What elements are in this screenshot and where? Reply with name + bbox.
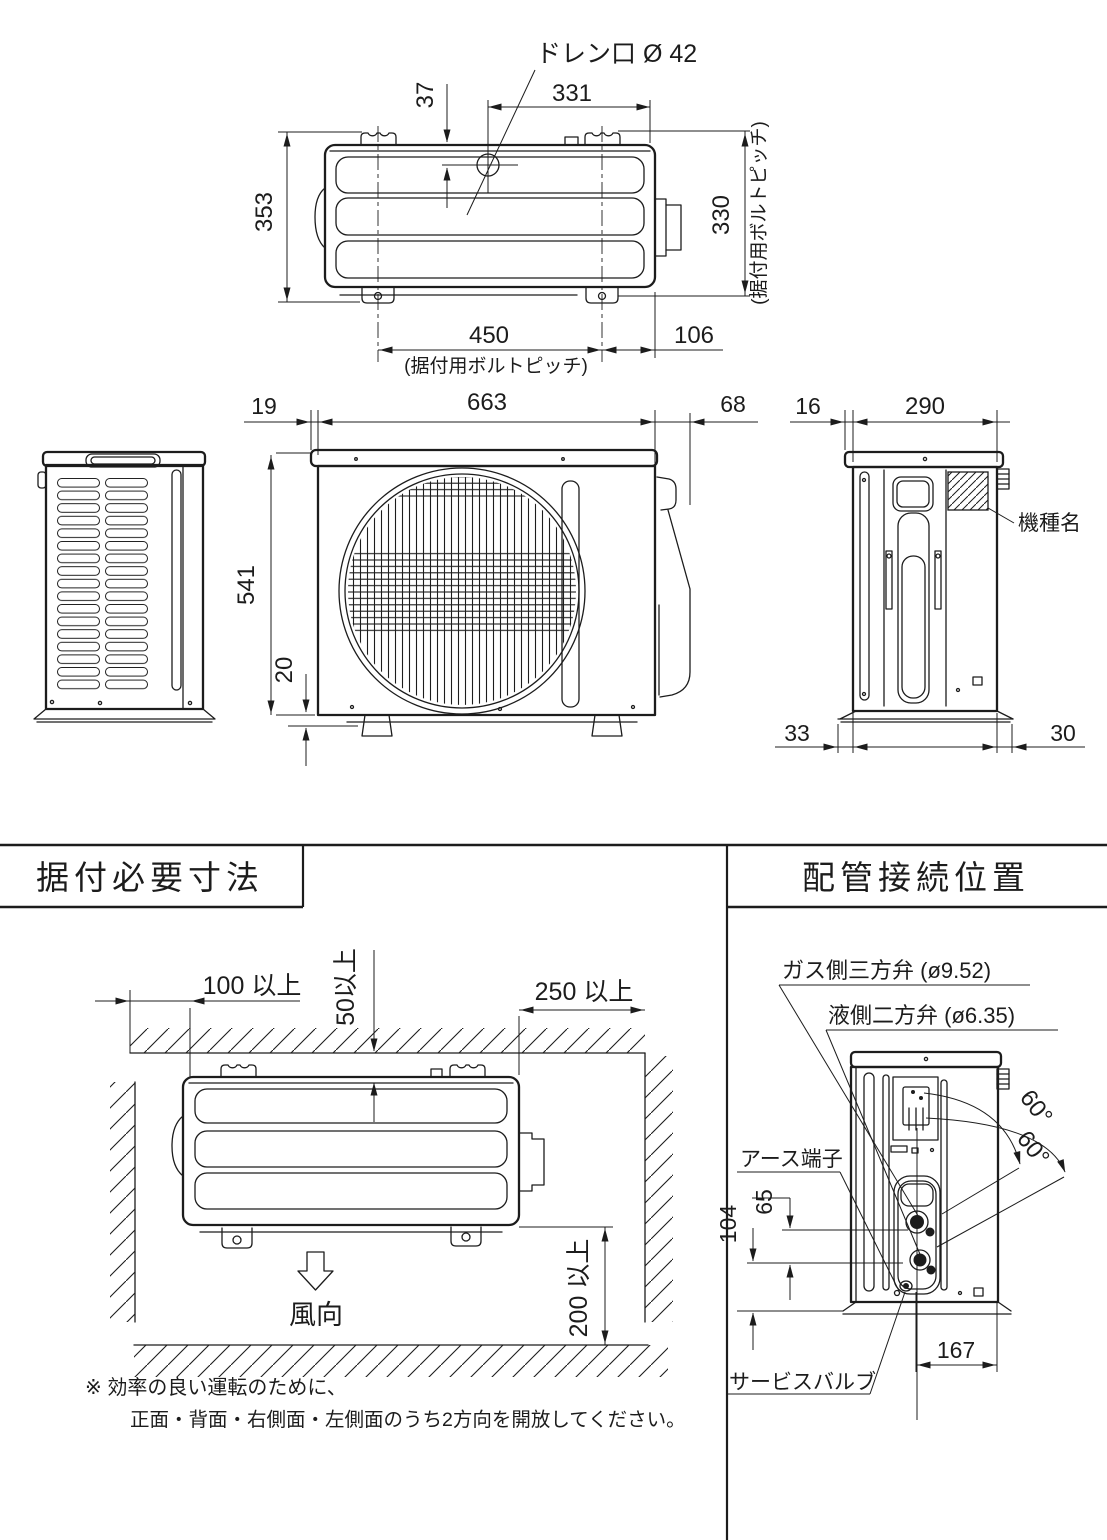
dim-100-min: 100 以上 xyxy=(203,972,302,1000)
piping-side-cover xyxy=(656,476,691,698)
walls xyxy=(110,1028,673,1377)
dim-353: 353 xyxy=(251,192,278,232)
wind-direction-label: 風向 xyxy=(289,1300,343,1330)
service-valve-label: サービスバルブ xyxy=(729,1371,876,1394)
dim-68: 68 xyxy=(720,391,746,417)
front-view: 541 20 xyxy=(233,448,691,766)
dim-450: 450 xyxy=(469,322,509,349)
swing-angle-upper: 60° xyxy=(1014,1085,1058,1130)
liquid-valve-label: 液側二方弁 (ø6.35) xyxy=(828,1003,1015,1028)
base-plate xyxy=(839,710,1014,720)
wind-direction-arrow xyxy=(297,1251,334,1291)
top-view: ドレン口 Ø 42 331 37 353 330 (据付用ボルトピッチ) 450… xyxy=(251,40,770,377)
dim-250-min: 250 以上 xyxy=(535,978,634,1006)
side-view-bottom-dimensions: 33 30 xyxy=(775,713,1085,753)
drain-label: ドレン口 Ø 42 xyxy=(536,40,697,68)
dim-106: 106 xyxy=(674,322,714,349)
side-view-top-dimensions: 16 290 xyxy=(790,393,1010,462)
efficiency-note-line1: ※ 効率の良い運転のために、 xyxy=(85,1376,347,1399)
dim-541: 541 xyxy=(233,565,260,605)
louver-column-right xyxy=(105,478,148,692)
fan-grille-outer-ring xyxy=(338,467,586,715)
gas-valve-label: ガス側三方弁 (ø9.52) xyxy=(782,958,991,983)
dim-200-min: 200 以上 xyxy=(565,1239,593,1338)
install-section-title: 据付必要寸法 xyxy=(36,859,264,896)
dim-50-min: 50以上 xyxy=(332,948,360,1026)
piping-diagram: 60° 60° ガス側三方弁 (ø9.52) 液側二方弁 (ø6.35) アース… xyxy=(715,958,1066,1420)
back-panel-detail xyxy=(885,476,942,704)
right-side-view: 機種名 33 30 xyxy=(775,450,1085,753)
dim-65: 65 xyxy=(751,1189,777,1215)
swing-angle-lower: 60° xyxy=(1011,1126,1055,1171)
top-mount-bracket-left xyxy=(360,132,397,146)
earth-terminal-screw xyxy=(893,1289,901,1297)
valve-swing-angles: 60° 60° xyxy=(923,1085,1066,1248)
top-view-unit-body xyxy=(314,100,682,362)
clearance-unit-top-view xyxy=(171,1064,545,1249)
dim-104: 104 xyxy=(715,1205,741,1244)
dim-663: 663 xyxy=(467,389,507,416)
fan-grille-bars xyxy=(348,477,576,705)
clearance-diagram: 100 以上 50以上 250 以上 200 以上 風向 ※ 効率の良い運転のた… xyxy=(85,948,686,1431)
earth-terminal-label: アース端子 xyxy=(740,1148,843,1171)
dim-290: 290 xyxy=(905,393,945,420)
dim-19: 19 xyxy=(251,393,277,419)
dim-167: 167 xyxy=(937,1337,975,1363)
front-view-dimensions: 541 20 xyxy=(233,452,358,766)
wind-direction: 風向 xyxy=(289,1251,343,1330)
clearance-dimensions: 100 以上 50以上 250 以上 200 以上 xyxy=(95,948,645,1345)
piping-labels: ガス側三方弁 (ø9.52) 液側二方弁 (ø6.35) アース端子 サービスバ… xyxy=(727,958,1058,1395)
grille-frame-strip xyxy=(561,480,580,708)
model-name-plate: 機種名 xyxy=(947,471,1081,535)
top-view-dimensions: ドレン口 Ø 42 331 37 353 330 (据付用ボルトピッチ) 450… xyxy=(251,40,770,377)
drain-leader-line xyxy=(466,69,536,216)
front-foot-left xyxy=(361,714,393,737)
louver-column-left xyxy=(57,478,100,692)
dim-33: 33 xyxy=(784,720,810,746)
front-foot-right xyxy=(591,714,623,737)
piping-section-title: 配管接続位置 xyxy=(802,859,1030,896)
service-valve-port xyxy=(899,1280,913,1292)
bolt-pitch-caption-bottom: (据付用ボルトピッチ) xyxy=(404,355,588,377)
piping-unit-rear-view xyxy=(842,1050,1012,1420)
top-mount-bracket-right xyxy=(584,132,621,146)
efficiency-note-line2: 正面・背面・右側面・左側面のうち2方向を開放してください。 xyxy=(130,1409,686,1431)
left-side-view xyxy=(33,450,216,723)
base-plate xyxy=(33,708,216,720)
model-name-label: 機種名 xyxy=(1018,512,1081,535)
dim-331: 331 xyxy=(552,80,592,107)
liquid-valve xyxy=(909,1249,931,1271)
piping-dimensions: 65 104 167 xyxy=(715,1189,998,1372)
section-headers: 据付必要寸法 配管接続位置 xyxy=(0,843,1107,1540)
dim-37: 37 xyxy=(412,82,439,109)
front-view-top-dimensions: 19 663 68 xyxy=(244,389,758,505)
carry-handle xyxy=(85,453,161,468)
bolt-pitch-caption-side: (据付用ボルトピッチ) xyxy=(748,121,770,305)
dim-30: 30 xyxy=(1050,720,1076,746)
dim-330: 330 xyxy=(708,195,735,235)
dim-16: 16 xyxy=(795,393,821,419)
dim-20: 20 xyxy=(271,657,298,684)
